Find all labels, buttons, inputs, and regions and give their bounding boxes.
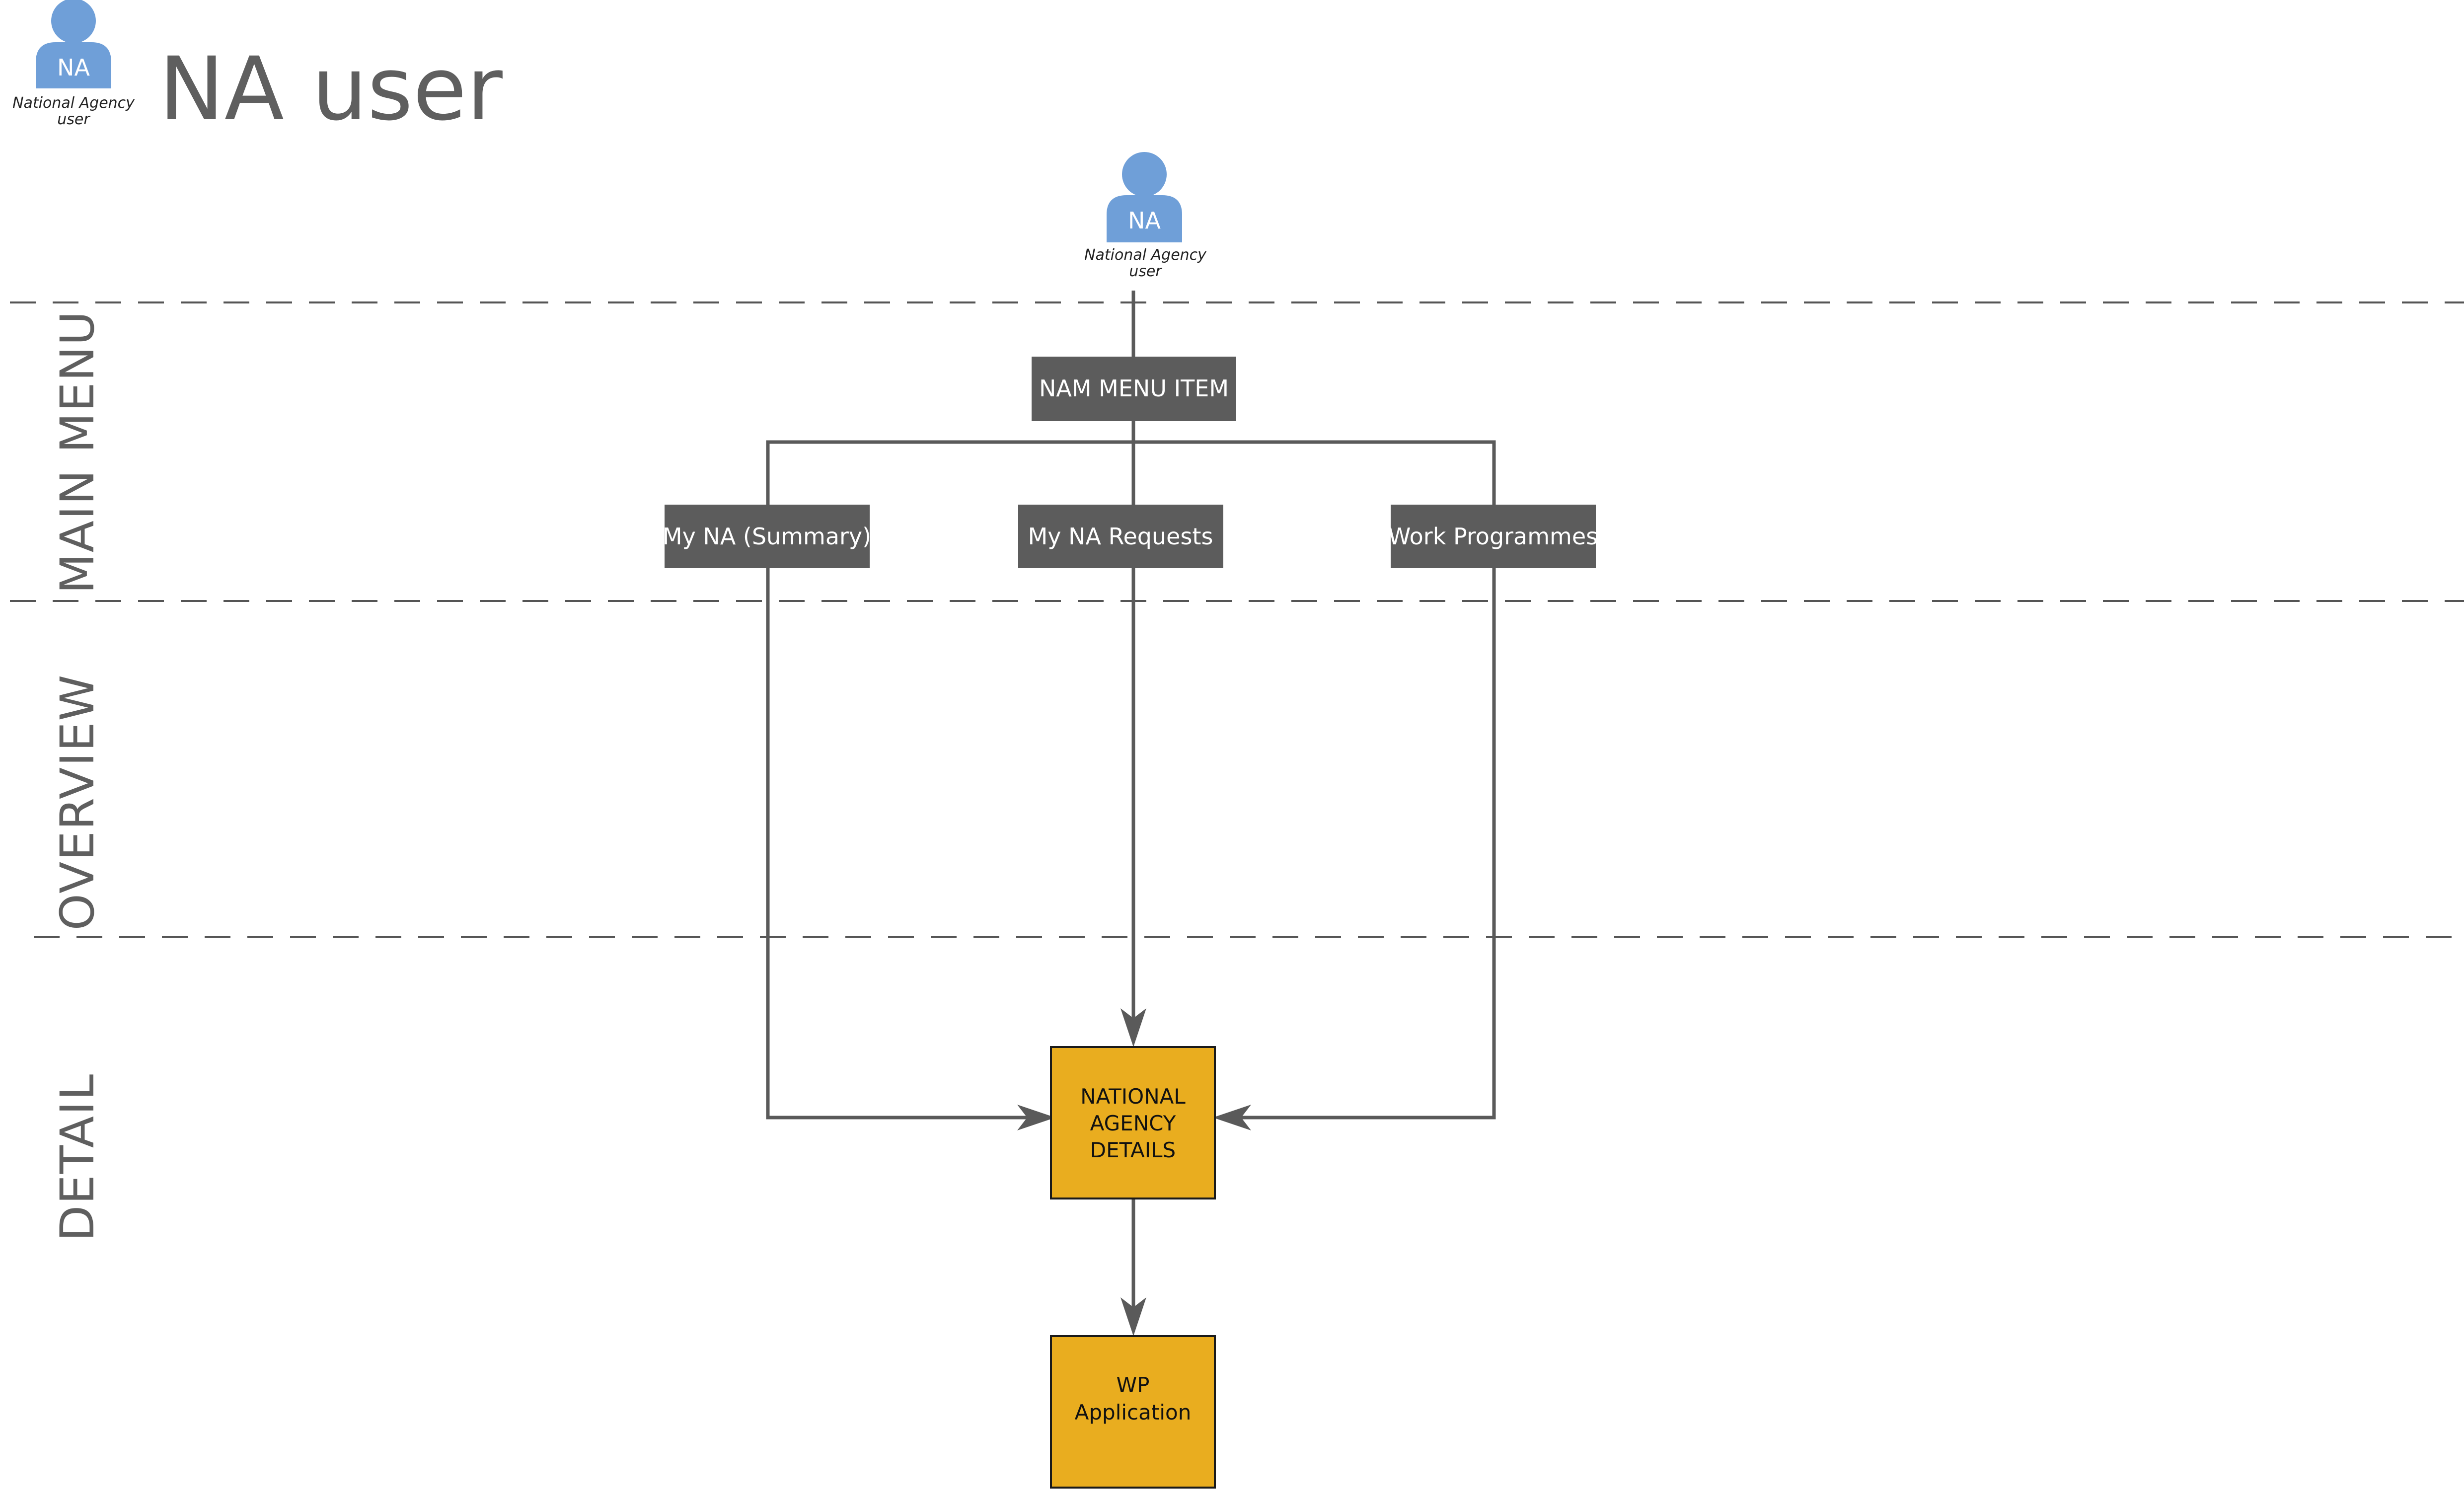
node-details-line1: NATIONAL xyxy=(1080,1084,1186,1109)
node-work-programmes-label: Work Programmes xyxy=(1388,523,1598,550)
na-user-caption-line1: National Agency xyxy=(1084,246,1207,264)
node-nam-menu-item-label: NAM MENU ITEM xyxy=(1039,375,1229,402)
arrow-down-to-wp xyxy=(1120,1297,1146,1336)
arrow-left-to-details xyxy=(1213,1105,1251,1130)
arrowheads xyxy=(1017,1008,1251,1336)
node-wp-line2: Application xyxy=(1075,1400,1192,1424)
node-my-na-summary-label: My NA (Summary) xyxy=(663,523,871,550)
na-user-caption-line2: user xyxy=(1129,263,1162,280)
page-title: NA user xyxy=(159,38,503,140)
node-details-line3: DETAILS xyxy=(1090,1138,1176,1162)
node-wp-line1: WP xyxy=(1117,1373,1150,1397)
connector-menu-branch xyxy=(766,440,1496,505)
arrow-right-to-details xyxy=(1017,1105,1055,1130)
lane-label-overview: OVERVIEW xyxy=(51,674,105,931)
lane-label-detail: DETAIL xyxy=(51,1073,105,1241)
node-wp-application[interactable]: WP Application xyxy=(1050,1335,1216,1489)
header-user-initials: NA xyxy=(57,54,90,81)
header-user-icon: NA xyxy=(36,0,111,88)
header-user-caption-line2: user xyxy=(57,111,90,128)
node-nam-menu-item[interactable]: NAM MENU ITEM xyxy=(1032,357,1236,421)
node-national-agency-details[interactable]: NATIONAL AGENCY DETAILS xyxy=(1050,1046,1216,1199)
node-work-programmes[interactable]: Work Programmes xyxy=(1388,505,1598,568)
node-my-na-summary[interactable]: My NA (Summary) xyxy=(663,505,871,568)
arrow-down-to-details xyxy=(1120,1008,1146,1047)
node-my-na-requests[interactable]: My NA Requests xyxy=(1018,505,1223,568)
lane-label-main-menu: MAIN MENU xyxy=(51,310,105,594)
node-details-line2: AGENCY xyxy=(1090,1111,1176,1135)
na-user-initials: NA xyxy=(1128,207,1161,234)
connector-summary-to-details xyxy=(766,568,1045,1120)
na-user-icon: NA xyxy=(1107,152,1182,242)
header-user-caption-line1: National Agency xyxy=(12,94,135,112)
connector-work-programmes-to-details xyxy=(1227,568,1496,1120)
node-my-na-requests-label: My NA Requests xyxy=(1028,523,1213,550)
